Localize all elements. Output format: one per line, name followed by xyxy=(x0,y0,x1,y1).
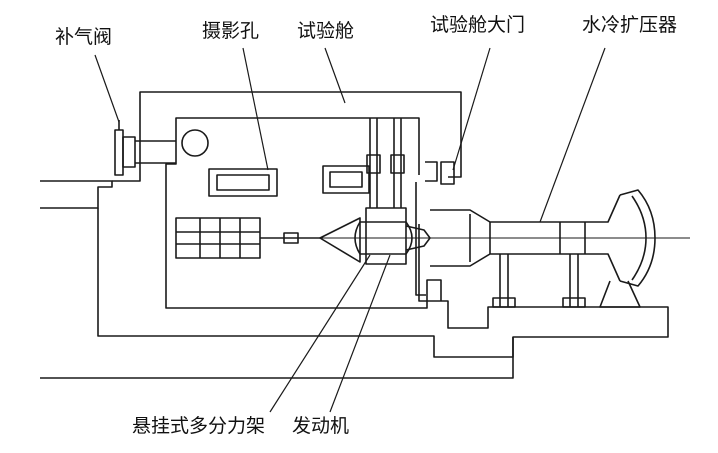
leader-engine xyxy=(329,254,391,413)
cabin-door xyxy=(440,161,455,185)
camera-port-right xyxy=(322,165,370,194)
label-make-up-valve: 补气阀 xyxy=(55,26,113,48)
porthole xyxy=(181,129,209,157)
support-foot xyxy=(492,297,516,308)
suspension-frame xyxy=(319,217,361,263)
outer-cabin-wall xyxy=(112,91,462,182)
label-engine: 发动机 xyxy=(292,415,350,437)
valve-body xyxy=(114,129,124,176)
test-cabin-chamber xyxy=(165,117,442,309)
leader-frame xyxy=(269,254,371,413)
support-foot xyxy=(562,297,586,308)
engine-mount xyxy=(365,207,407,265)
leader-door xyxy=(452,47,491,171)
camera-port-right-inner xyxy=(329,171,363,188)
leader-cabin xyxy=(324,47,346,104)
camera-port-left xyxy=(208,168,278,197)
camera-port-left-inner xyxy=(216,174,270,191)
diffuser-stand xyxy=(599,280,641,308)
hanger-clamp xyxy=(390,154,405,174)
leader-valve xyxy=(94,54,120,123)
label-camera-port: 摄影孔 xyxy=(202,20,260,42)
label-cabin-door: 试验舱大门 xyxy=(430,14,526,36)
actuator-cylinder xyxy=(175,217,261,259)
diffuser-duct-top xyxy=(430,194,621,223)
valve-flange xyxy=(122,136,136,168)
leader-port xyxy=(242,47,269,171)
diffuser-duct-bottom xyxy=(430,253,621,282)
hanger-clamp xyxy=(366,154,381,174)
leader-diffuser xyxy=(539,47,606,223)
label-suspension-frame: 悬挂式多分力架 xyxy=(132,415,266,437)
engine-body xyxy=(354,221,413,255)
door-jamb xyxy=(425,161,438,182)
label-water-cooled-diffuser: 水冷扩压器 xyxy=(582,14,678,36)
foundation-outline xyxy=(97,208,669,358)
door-seal xyxy=(415,182,426,296)
lower-ground-line xyxy=(40,337,514,379)
facility-base-outline xyxy=(40,180,113,209)
label-test-cabin: 试验舱 xyxy=(297,20,355,42)
